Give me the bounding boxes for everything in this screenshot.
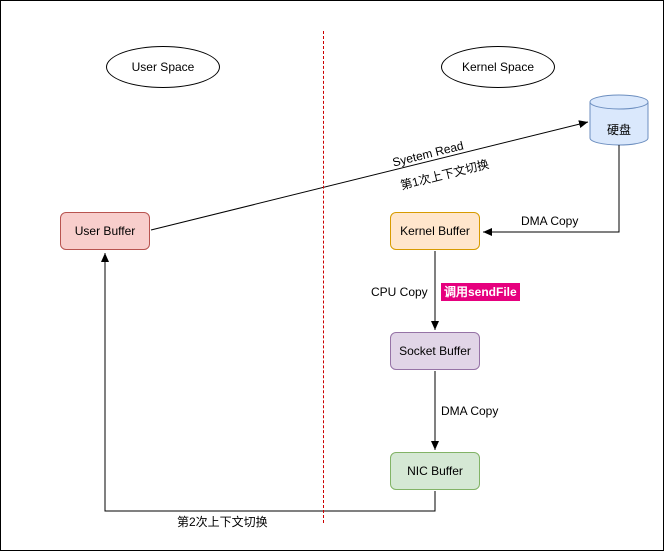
kernel-space-label: Kernel Space (441, 46, 555, 88)
space-divider (323, 31, 324, 523)
socket-buffer-node: Socket Buffer (390, 332, 480, 370)
dma-copy-nic-label: DMA Copy (441, 404, 499, 418)
sendfile-badge: 调用sendFile (441, 283, 520, 301)
user-buffer-node: User Buffer (60, 212, 150, 250)
user-space-label: User Space (106, 46, 220, 88)
context-switch-2-label: 第2次上下文切换 (177, 515, 268, 529)
dma-copy-disk-label: DMA Copy (521, 214, 579, 228)
disk-label: 硬盘 (607, 123, 632, 137)
nic-buffer-node: NIC Buffer (390, 452, 480, 490)
kernel-buffer-node: Kernel Buffer (390, 212, 480, 250)
edge-dma-copy-disk (483, 145, 620, 236)
cpu-copy-label: CPU Copy (371, 285, 428, 299)
edge-system-read (150, 120, 589, 231)
disk-icon (589, 94, 649, 146)
edge-context-switch-2 (101, 253, 436, 512)
